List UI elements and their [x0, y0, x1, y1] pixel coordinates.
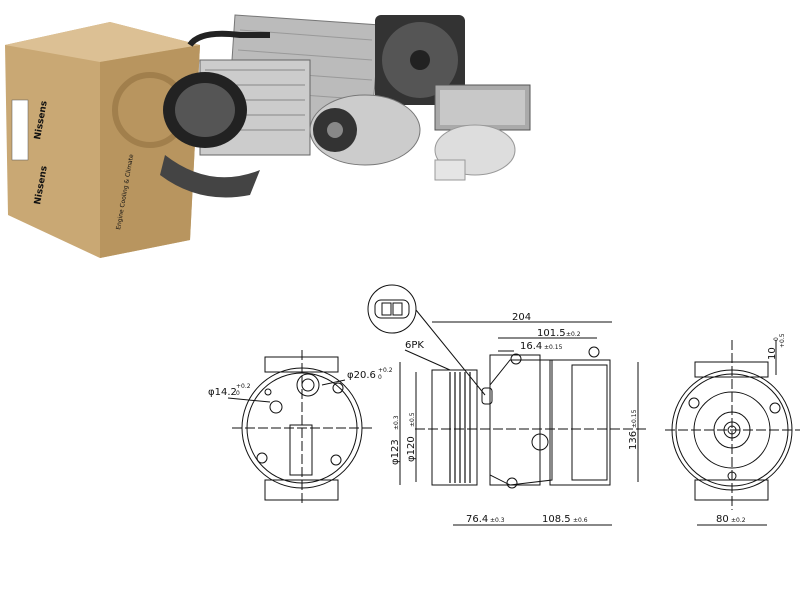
dim-height-tol: ±0.15 — [631, 409, 638, 428]
side-view — [415, 346, 648, 489]
dim-pulley-outer-tol: ±0.3 — [393, 415, 400, 430]
port-diameter-label: φ20.6 — [347, 370, 376, 381]
heater-core — [434, 84, 531, 131]
port-tol-upper: +0.2 — [378, 367, 393, 374]
dim-width-tol: ±0.2 — [731, 517, 746, 524]
dim-width: 80 — [716, 514, 729, 525]
radiator-fan — [375, 15, 465, 105]
dim-16: 16.4 — [520, 341, 542, 352]
dim-flange-tol-lower: 0 — [773, 337, 780, 341]
dim-height: 136 — [628, 431, 639, 450]
dim-pulley-outer: φ123 — [390, 439, 401, 465]
dim-flange-tol-upper: +0.5 — [779, 333, 786, 348]
dim-101: 101.5 — [537, 328, 566, 339]
dim-101-tol: ±0.2 — [566, 331, 581, 338]
hole-diameter-label: φ14.2 — [208, 387, 237, 398]
hole-tol-upper: +0.2 — [236, 383, 251, 390]
connector-detail — [367, 284, 486, 396]
technical-drawing: φ14.2 +0.2 0 φ20.6 +0.2 0 204 101.5 ±0.2… — [208, 284, 800, 526]
dim-pulley-inner-tol: ±0.5 — [409, 412, 416, 427]
dim-pulley-inner: φ120 — [406, 436, 417, 462]
nissens-box: Nissens Nissens Engine Cooling & Climate — [5, 22, 200, 258]
port-tol-lower: 0 — [378, 374, 382, 381]
dim-76: 76.4 — [466, 514, 488, 525]
blower-motor — [160, 72, 260, 198]
dim-overall-length: 204 — [512, 312, 531, 323]
compressor-photo — [309, 94, 421, 166]
dim-108: 108.5 — [542, 514, 571, 525]
belt-type-label: 6PK — [405, 340, 424, 351]
dim-76-tol: ±0.3 — [490, 517, 505, 524]
hole-tol-lower: 0 — [236, 390, 240, 397]
dim-108-tol: ±0.6 — [573, 517, 588, 524]
dim-16-tol: ±0.15 — [544, 344, 563, 351]
product-photo-collage: Nissens Nissens Engine Cooling & Climate — [5, 14, 531, 258]
rear-view — [665, 340, 800, 510]
front-view — [232, 350, 372, 505]
dim-flange-thickness: 10 — [767, 347, 778, 360]
receiver-drier — [434, 124, 516, 181]
